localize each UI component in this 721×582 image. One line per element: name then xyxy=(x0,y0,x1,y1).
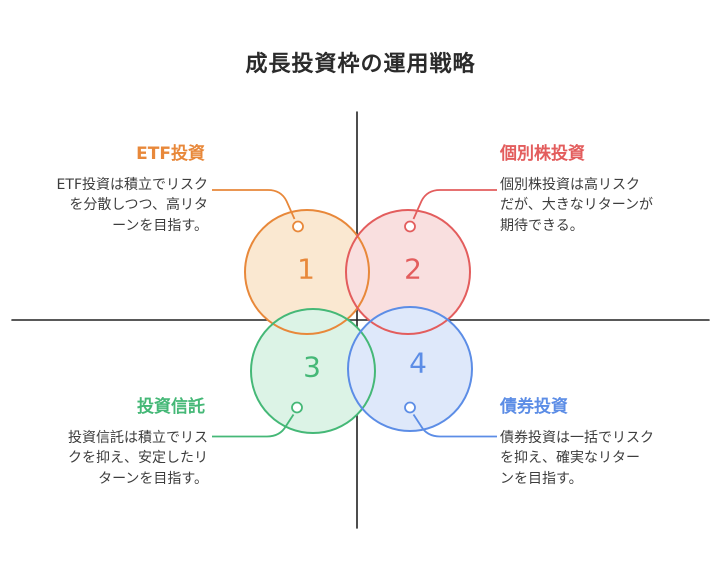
description-stocks: 個別株投資は高リスク だが、大きなリターンが 期待できる。 xyxy=(500,177,654,234)
connector-dot-trust xyxy=(291,401,303,414)
circle-outline-etf xyxy=(244,209,370,335)
connector-bonds xyxy=(412,414,497,438)
circle-fill-stocks xyxy=(346,210,470,334)
description-bonds: 債券投資は一括でリスク を抑え、確実なリター ンを目指す。 xyxy=(500,430,654,487)
circle-outline-trust xyxy=(250,308,376,434)
connector-dot-etf xyxy=(292,220,304,233)
circle-number-4: 4 xyxy=(409,346,427,380)
label-etf: ETF投資 xyxy=(136,144,205,164)
connector-dot-stocks xyxy=(404,220,416,233)
circle-fill-etf xyxy=(245,210,369,334)
circle-number-1: 1 xyxy=(297,252,315,286)
description-etf: ETF投資は積立でリスク を分散しつつ、高リタ ーンを目指す。 xyxy=(56,177,208,234)
circle-fill-trust xyxy=(251,309,375,433)
circle-number-2: 2 xyxy=(404,252,422,286)
diagram-title: 成長投資枠の運用戦略 xyxy=(245,52,476,77)
circle-number-3: 3 xyxy=(303,350,321,384)
label-stocks: 個別株投資 xyxy=(500,144,585,164)
connector-trust xyxy=(212,414,295,438)
label-trust: 投資信託 xyxy=(137,397,205,417)
connector-stocks xyxy=(412,189,497,220)
connector-dot-bonds xyxy=(404,401,416,414)
circle-outline-bonds xyxy=(347,306,473,432)
circle-outline-stocks xyxy=(345,209,471,335)
description-trust: 投資信託は積立でリス クを抑え、安定したリ ターンを目指す。 xyxy=(68,430,208,487)
connector-etf xyxy=(212,189,296,220)
circle-fill-bonds xyxy=(348,307,472,431)
label-bonds: 債券投資 xyxy=(500,397,568,417)
